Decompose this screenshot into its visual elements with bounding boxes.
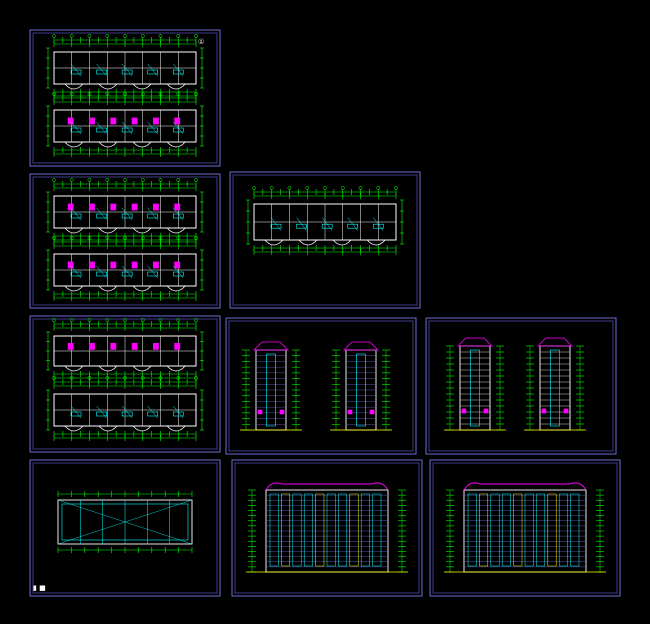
plan-sheet-4 [29,315,221,453]
plan-sheet-1: ① [29,29,221,167]
plan-sheet-3 [229,171,421,309]
section-sheet [425,317,617,455]
sheet-marker: ① [198,38,204,46]
front-elevation-sheet [231,459,423,597]
roof-plan-sheet [29,459,221,597]
drawing-sheets: ① [29,29,621,597]
plan-sheet-2 [29,173,221,309]
side-elevation-sheet-1 [225,317,417,455]
rear-elevation-sheet [429,459,621,597]
corner-mark: ▮ ■ [33,584,46,592]
